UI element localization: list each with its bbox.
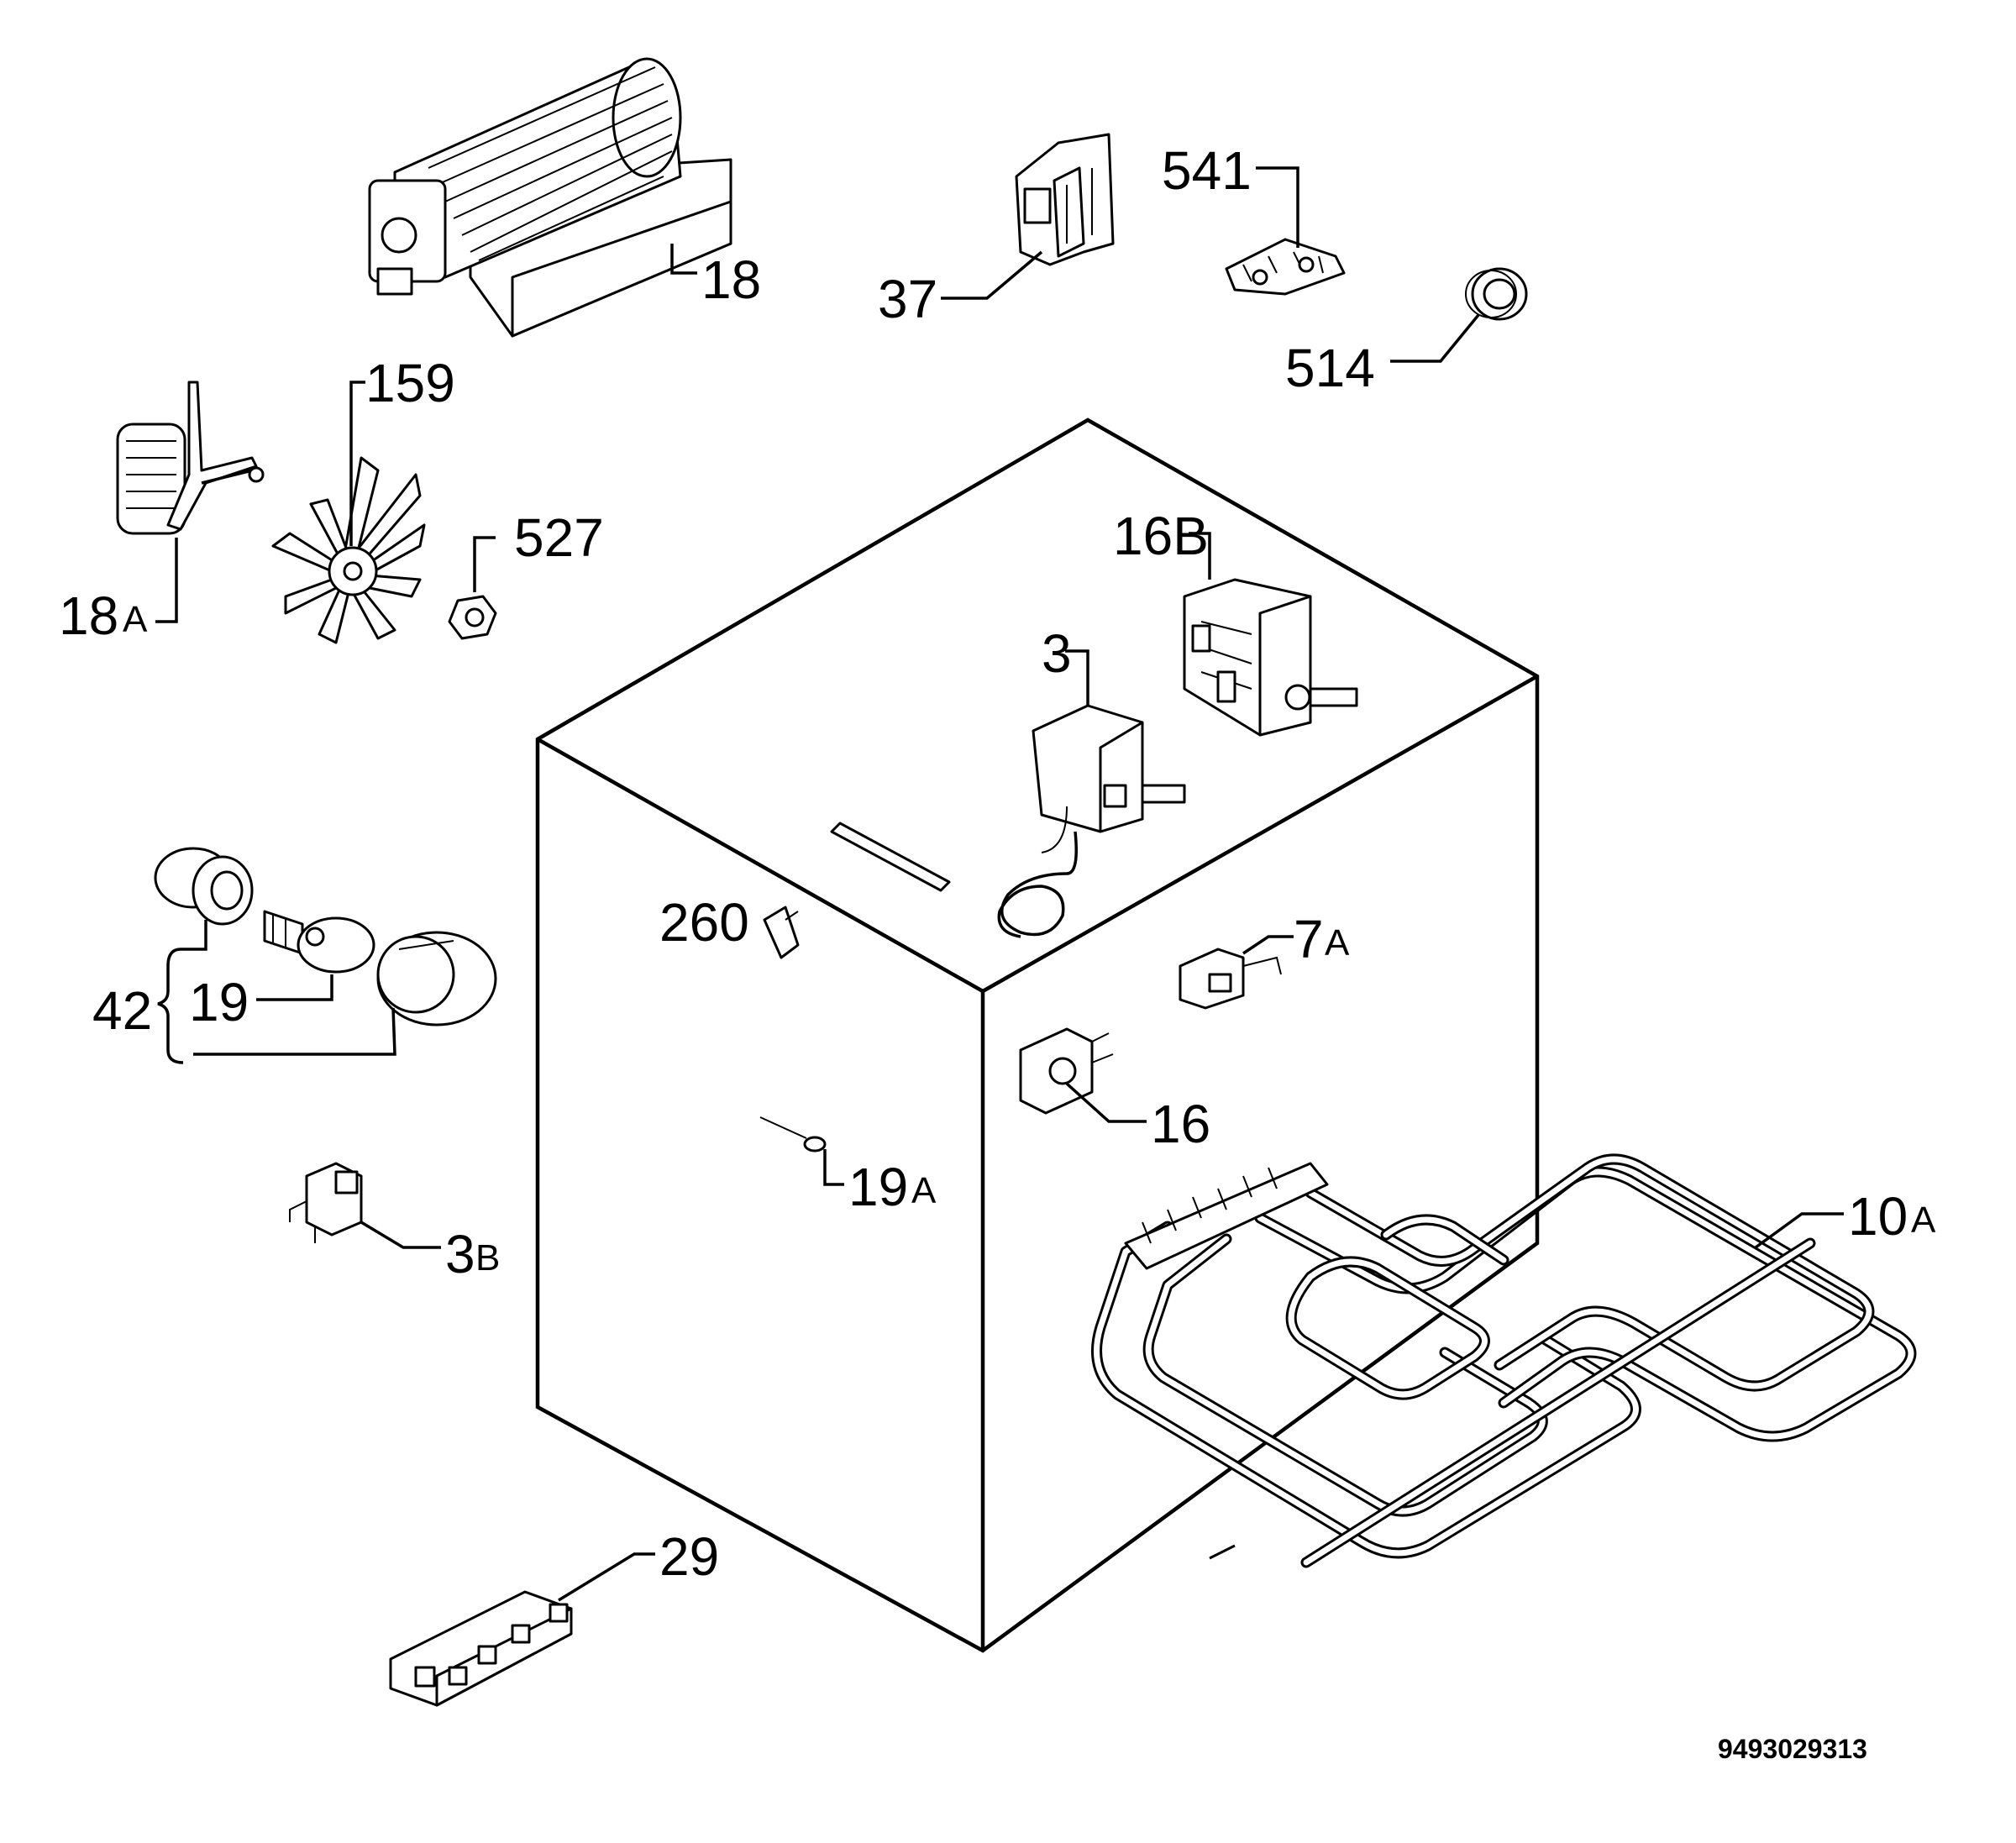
leader-18a [155,538,178,623]
door-switch-part [1015,133,1115,266]
fan-blade-part [271,456,426,644]
label-16: 16 [1151,1094,1210,1154]
thermostat-part [830,704,1186,938]
label-10a-suffix: A [1911,1200,1936,1241]
leader-19a [823,1149,844,1186]
label-527: 527 [514,507,604,568]
lamp-switch-part [1179,948,1282,1010]
leader-527 [473,536,496,592]
heating-element-part [1091,1153,1917,1568]
label-18a-number: 18 [59,585,118,646]
label-18: 18 [701,249,761,310]
leader-3b [360,1221,441,1249]
probe-part [759,1116,827,1153]
leader-514 [1390,313,1480,363]
label-19a-number: 19 [848,1157,908,1217]
grommet-part [1465,267,1528,321]
label-18a-suffix: A [123,599,148,640]
leader-16b [1189,532,1211,580]
leader-16 [1065,1082,1147,1123]
label-42: 42 [92,980,152,1041]
label-10a-number: 10 [1848,1186,1908,1247]
label-260: 260 [659,892,749,953]
ignition-module-part [389,1590,573,1707]
oven-cavity-box [535,417,1540,1653]
terminal-block-part [1225,238,1346,296]
label-19a-suffix: A [911,1170,937,1211]
tangential-fan-part [368,57,732,338]
relay-part [289,1162,363,1243]
label-16b: 16B [1113,506,1209,566]
label-3: 3 [1042,623,1072,684]
label-541: 541 [1162,140,1252,201]
label-159: 159 [365,353,455,413]
lamp-bulb-part [263,910,375,974]
label-514: 514 [1285,338,1375,398]
fan-motor-part [116,381,265,535]
label-29: 29 [659,1526,719,1587]
lamp-cover-part [376,931,497,1027]
label-3b-suffix: B [475,1237,500,1279]
drawing-number: 9493029313 [1718,1734,1867,1764]
leader-42-bracket [157,920,396,1064]
leader-29 [558,1552,655,1602]
selector-switch-part [1183,578,1358,737]
leader-18 [670,244,697,275]
label-19: 19 [189,972,249,1032]
leader-10a [1754,1212,1844,1249]
label-37: 37 [878,269,937,329]
label-3b-number: 3 [445,1224,475,1284]
label-7a-number: 7 [1294,909,1324,969]
fan-nut-part [448,595,497,640]
clip-part [763,906,800,959]
leader-37 [941,250,1043,300]
leader-3 [1065,649,1089,706]
lamp-holder-part [154,847,254,926]
leader-541 [1256,166,1299,248]
leader-159 [349,381,365,546]
label-7a-suffix: A [1325,922,1350,964]
leader-7a [1242,935,1294,955]
